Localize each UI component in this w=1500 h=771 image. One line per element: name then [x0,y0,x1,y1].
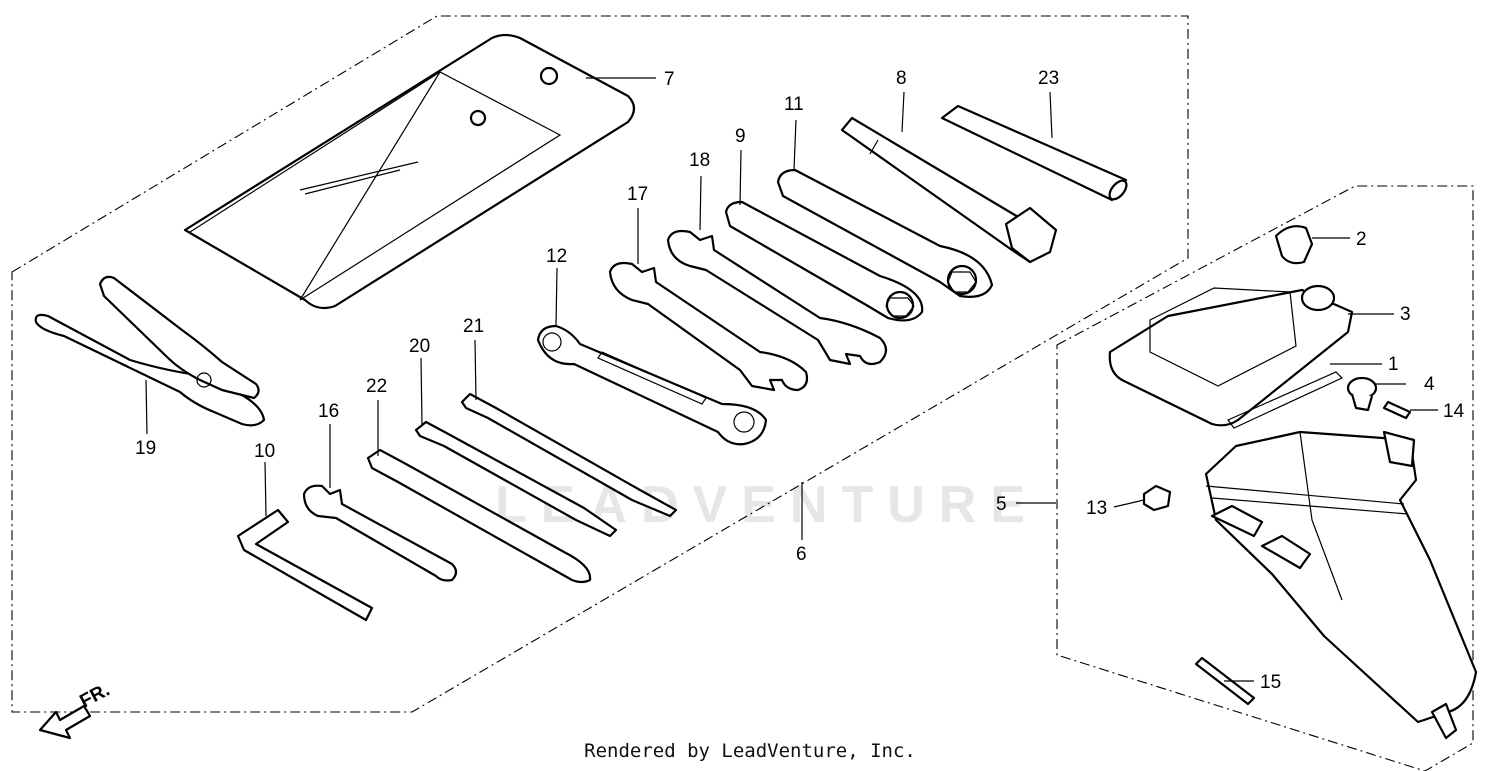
callout-14: 14 [1443,401,1465,422]
plug-wrench [840,116,1058,264]
callout-13: 13 [1086,498,1107,519]
grip-tube [940,104,1128,202]
callout-labels: 7 8 23 11 9 18 17 12 21 20 22 16 10 19 6… [135,68,1465,693]
open-wrench-small [302,484,458,582]
callout-7: 7 [664,69,675,90]
callout-15: 15 [1260,672,1281,693]
tool-box-body [1204,430,1478,740]
callout-5: 5 [996,494,1007,515]
screwdriver-handle [366,448,592,584]
combo-wrench-18 [666,229,888,366]
callout-12: 12 [546,246,567,267]
tool-kit-frame [11,15,1189,713]
tool-box-seal [1227,371,1344,429]
callout-22: 22 [366,376,387,397]
callout-4: 4 [1424,374,1435,395]
pliers [34,275,266,427]
pin-14 [1382,400,1412,420]
hex-key [236,508,374,622]
callout-10: 10 [254,441,275,462]
nut-13 [1142,484,1172,512]
callout-9: 9 [735,126,746,147]
combo-wrench-17 [608,261,809,392]
ring-wrench-medium [724,200,924,322]
tool-bag [183,33,636,310]
tool-box-lid [1108,284,1354,427]
render-credit: Rendered by LeadVenture, Inc. [584,740,916,762]
callout-18: 18 [689,150,710,171]
callout-3: 3 [1400,304,1411,325]
leader-lines [145,77,1438,682]
callout-21: 21 [463,316,484,337]
callout-6: 6 [796,544,807,565]
callout-17: 17 [627,184,648,205]
callout-11: 11 [784,94,804,115]
callout-1: 1 [1388,354,1399,375]
front-direction-arrow: FR. [38,680,113,740]
screwdriver-21 [460,392,678,518]
screwdriver-20 [414,420,618,538]
callout-16: 16 [318,401,339,422]
callout-20: 20 [409,336,430,357]
grommet [1346,376,1378,412]
callout-2: 2 [1356,229,1367,250]
ring-wrench-large [776,168,994,298]
callout-23: 23 [1038,68,1059,89]
box-wrench [536,324,768,446]
tool-box-frame [1056,185,1474,771]
callout-8: 8 [896,68,907,89]
tool-box-cap [1274,225,1314,265]
callout-19: 19 [135,438,156,459]
